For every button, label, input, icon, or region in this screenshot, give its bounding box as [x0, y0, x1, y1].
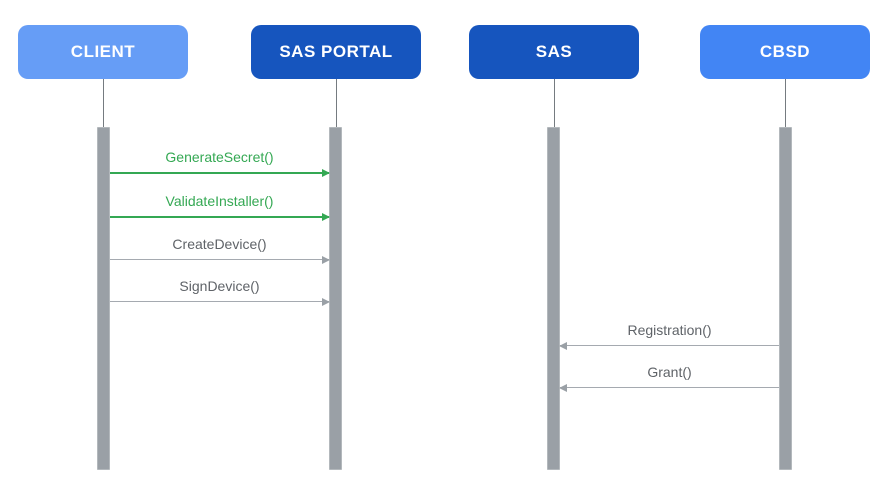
activation-bar-cbsd	[779, 127, 792, 470]
message-arrow-line	[110, 297, 330, 306]
message-arrow-line	[110, 255, 330, 264]
message-label-create-device: CreateDevice()	[172, 236, 267, 252]
activation-bar-client	[97, 127, 110, 470]
actor-box-sas: SAS	[469, 25, 639, 79]
arrow-left-icon	[559, 341, 567, 350]
arrow-right-icon	[322, 255, 330, 264]
activation-bar-sas	[547, 127, 560, 470]
message-registration: Registration()	[559, 321, 779, 350]
arrow-left-icon	[559, 383, 567, 392]
message-validate-installer: ValidateInstaller()	[110, 192, 330, 221]
message-label-validate-installer: ValidateInstaller()	[165, 193, 274, 209]
activation-bar-sas-portal	[329, 127, 342, 470]
message-arrow-line	[559, 383, 779, 392]
lifeline-stem-client	[103, 79, 104, 127]
message-grant: Grant()	[559, 363, 779, 392]
lifeline-stem-sas	[554, 79, 555, 127]
arrow-right-icon	[322, 168, 330, 177]
message-arrow-line	[110, 212, 330, 221]
actor-box-sas-portal: SAS PORTAL	[251, 25, 421, 79]
message-label-grant: Grant()	[647, 364, 692, 380]
message-label-registration: Registration()	[627, 322, 712, 338]
message-arrow-line	[110, 168, 330, 177]
message-generate-secret: GenerateSecret()	[110, 148, 330, 177]
actor-box-client: CLIENT	[18, 25, 188, 79]
actor-box-cbsd: CBSD	[700, 25, 870, 79]
lifeline-stem-sas-portal	[336, 79, 337, 127]
lifeline-stem-cbsd	[785, 79, 786, 127]
message-label-sign-device: SignDevice()	[179, 278, 260, 294]
message-sign-device: SignDevice()	[110, 277, 330, 306]
message-label-generate-secret: GenerateSecret()	[165, 149, 274, 165]
message-arrow-line	[559, 341, 779, 350]
arrow-right-icon	[322, 297, 330, 306]
arrow-right-icon	[322, 212, 330, 221]
message-create-device: CreateDevice()	[110, 235, 330, 264]
